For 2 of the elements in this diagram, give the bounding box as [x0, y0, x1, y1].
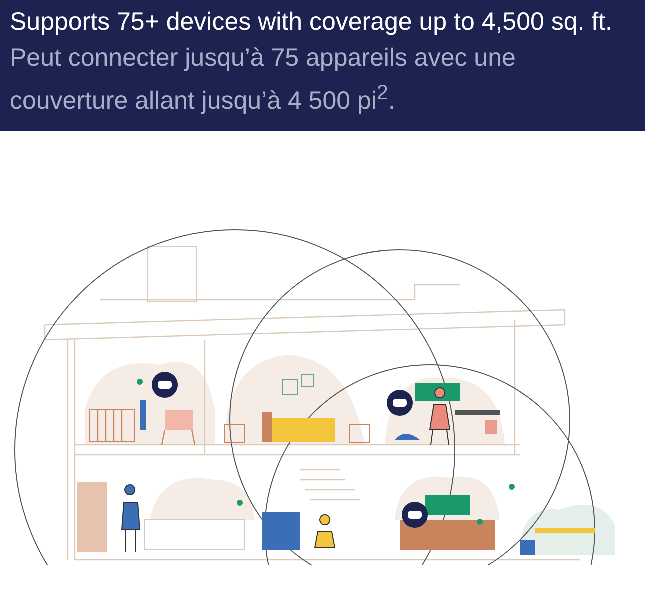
- headline-text: Supports 75+ devices with coverage up to 4,500 sq. ft.: [10, 8, 612, 36]
- subheadline-text: Peut connecter jusqu’à 75 appareils avec une couverture allant jusqu’à 4 500 pi$^{2}$.: [10, 44, 516, 116]
